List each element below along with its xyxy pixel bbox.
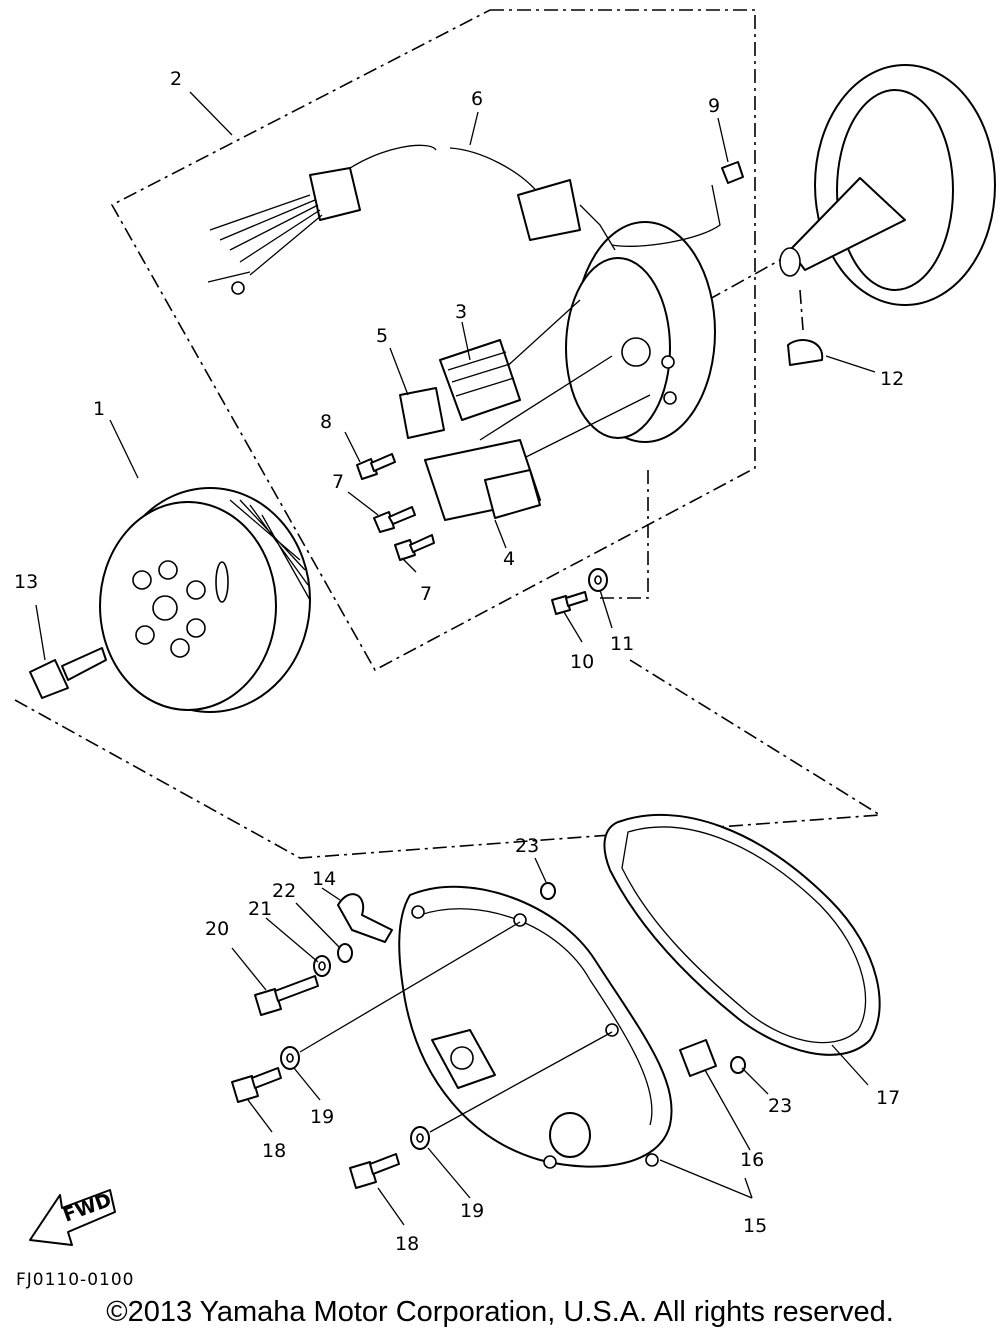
washer[interactable] [280, 1046, 300, 1070]
wire-harness[interactable] [207, 144, 721, 295]
callout-7b: 7 [420, 583, 432, 605]
dowel-pin[interactable] [679, 1039, 717, 1077]
callout-labels: 1 2 3 4 5 6 7 7 8 9 10 11 12 13 14 15 16… [14, 68, 904, 1255]
woodruff-key[interactable] [787, 339, 824, 366]
callout-17: 17 [876, 1087, 900, 1109]
bind-screw[interactable] [373, 506, 416, 533]
callout-7a: 7 [332, 471, 344, 493]
callout-3: 3 [455, 301, 467, 323]
screw[interactable] [356, 453, 396, 480]
callout-5: 5 [376, 325, 388, 347]
lower-assembly-outline [14, 659, 883, 859]
callout-6: 6 [471, 88, 483, 110]
connection-line [799, 289, 804, 331]
screw[interactable] [551, 591, 588, 615]
crankcase-cover[interactable] [398, 885, 673, 1169]
cover-bolt-long[interactable] [254, 975, 319, 1016]
cover-bolt[interactable] [231, 1067, 282, 1103]
callout-16: 16 [740, 1149, 764, 1171]
connection-line [707, 259, 781, 301]
screw[interactable] [721, 161, 744, 184]
callout-1: 1 [93, 398, 105, 420]
callout-20: 20 [205, 918, 229, 940]
copyright-notice: ©2013 Yamaha Motor Corporation, U.S.A. A… [106, 1296, 894, 1328]
pulser-coil[interactable] [424, 439, 541, 521]
callout-15: 15 [743, 1215, 767, 1237]
stator-base[interactable] [469, 221, 716, 471]
flange-bolt[interactable] [29, 647, 107, 699]
connection-line [600, 470, 649, 599]
callout-23a: 23 [515, 835, 539, 857]
cover-gasket[interactable] [603, 814, 881, 1056]
callout-23b: 23 [768, 1095, 792, 1117]
callout-18a: 18 [262, 1140, 286, 1162]
charge-coil[interactable] [439, 339, 521, 421]
callout-4: 4 [503, 548, 515, 570]
callout-18b: 18 [395, 1233, 419, 1255]
pickup-coil[interactable] [399, 387, 445, 439]
callout-10: 10 [570, 651, 594, 673]
callout-19b: 19 [460, 1200, 484, 1222]
callout-11: 11 [610, 633, 634, 655]
cover-bolt[interactable] [349, 1153, 400, 1189]
washer[interactable] [410, 1126, 430, 1150]
callout-13: 13 [14, 571, 38, 593]
callout-8: 8 [320, 411, 332, 433]
stator-assembly-outline [110, 9, 756, 672]
wire-clamp[interactable] [337, 893, 393, 943]
connection-line [299, 921, 613, 1133]
callout-19a: 19 [310, 1106, 334, 1128]
callout-9: 9 [708, 95, 720, 117]
callout-12: 12 [880, 368, 904, 390]
callout-14: 14 [312, 868, 336, 890]
flywheel-rotor[interactable] [99, 487, 311, 713]
dowel-pin[interactable] [540, 882, 556, 900]
dowel-pin[interactable] [730, 1056, 746, 1074]
nut[interactable] [337, 943, 353, 963]
rotor-hub[interactable] [779, 64, 996, 306]
callout-21: 21 [248, 898, 272, 920]
bind-screw[interactable] [394, 534, 435, 561]
leader-lines [35, 91, 876, 1226]
fwd-arrow-icon: FWD [29, 1189, 116, 1246]
callout-22: 22 [272, 880, 296, 902]
drawing-code: FJ0110-0100 [16, 1270, 135, 1290]
washer[interactable] [588, 568, 608, 592]
washer[interactable] [313, 955, 331, 977]
callout-2: 2 [170, 68, 182, 90]
parts-diagram: FWD 1 2 3 4 5 6 [14, 9, 996, 1255]
